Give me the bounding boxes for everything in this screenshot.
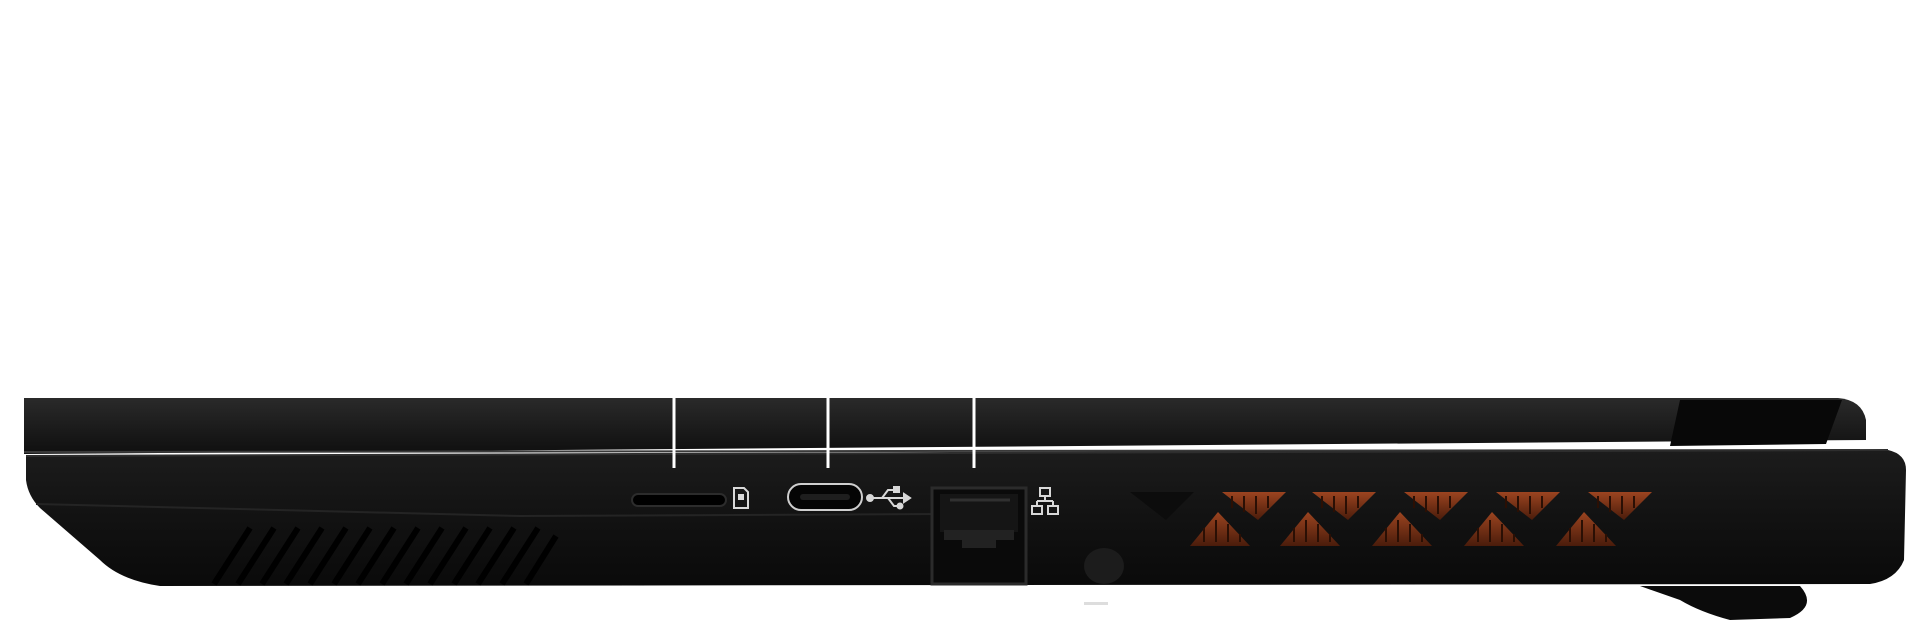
floor-mark — [1084, 602, 1108, 605]
laptop-lid — [23, 398, 1866, 454]
usb-icon — [866, 486, 912, 510]
exhaust-vents — [1130, 492, 1652, 546]
side-grille — [211, 526, 559, 586]
sd-card-icon — [733, 487, 749, 509]
callout-lines — [672, 398, 976, 468]
network-lan-icon — [1031, 487, 1059, 515]
card-reader-slot — [631, 493, 727, 507]
ethernet-port — [930, 486, 1028, 586]
usb-c-port — [787, 483, 863, 511]
